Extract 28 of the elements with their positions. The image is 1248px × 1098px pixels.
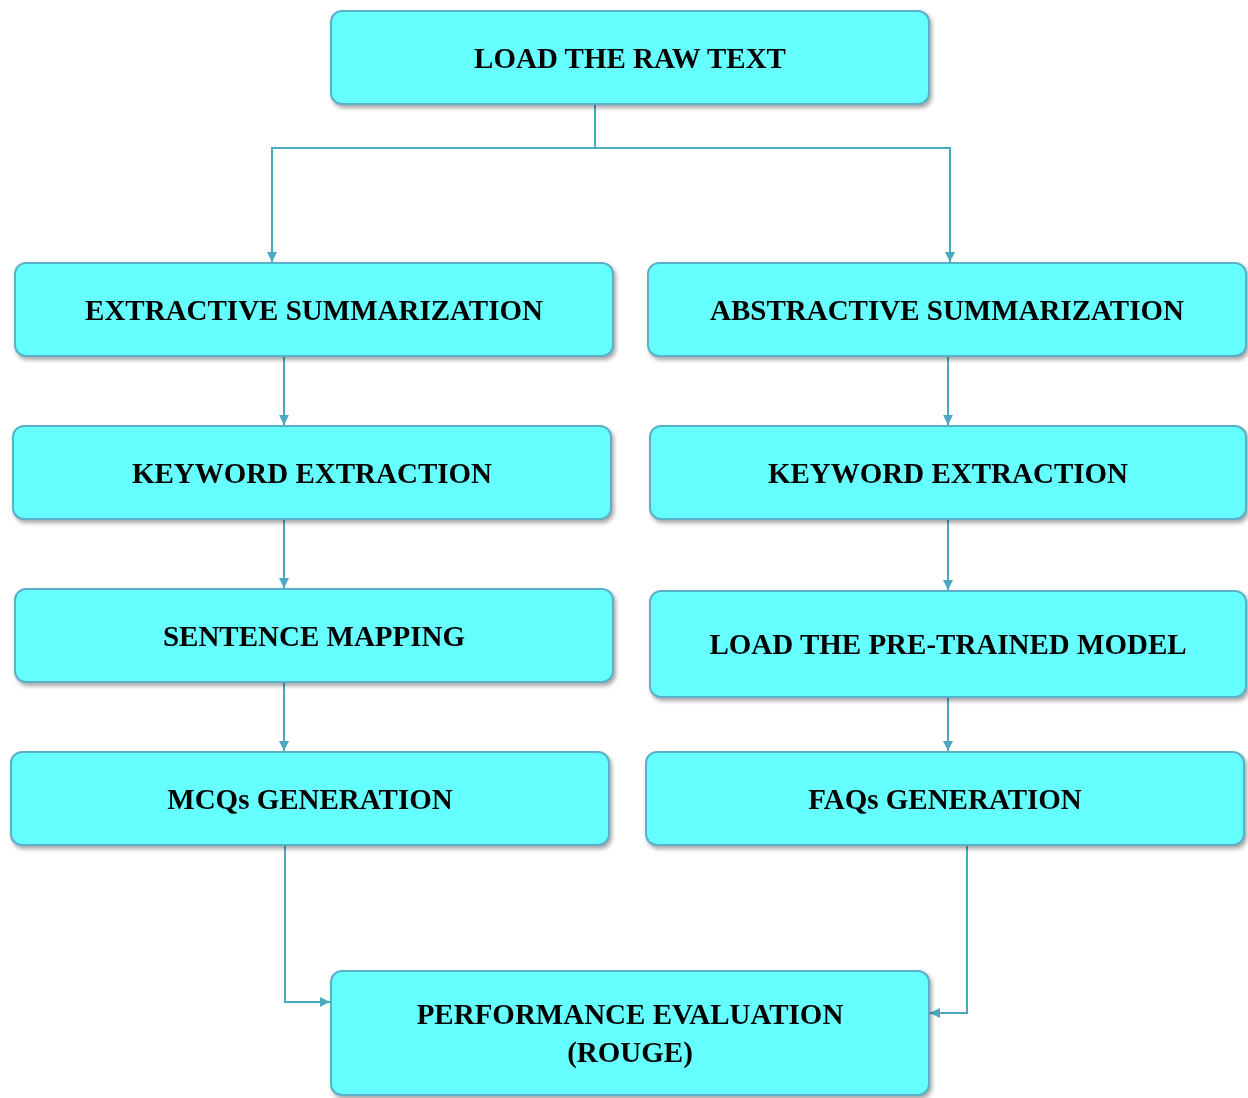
box-label: LOAD THE RAW TEXT <box>474 40 786 76</box>
box-label: EXTRACTIVE SUMMARIZATION <box>85 292 543 328</box>
process-box <box>14 588 614 683</box>
process-box <box>645 751 1245 846</box>
process-box <box>649 590 1247 698</box>
box-label: LOAD THE PRE-TRAINED MODEL <box>709 627 1187 662</box>
box-label: MCQs GENERATION <box>167 781 453 817</box>
process-box <box>330 970 930 1096</box>
arrow <box>279 682 289 752</box>
arrow <box>279 356 289 426</box>
process-box <box>14 262 614 357</box>
process-box <box>647 262 1247 357</box>
box-label: PERFORMANCE EVALUATION (ROUGE) <box>415 997 845 1070</box>
process-box <box>649 425 1247 520</box>
box-label: KEYWORD EXTRACTION <box>131 455 493 491</box>
process-box <box>12 425 612 520</box>
box-label: KEYWORD EXTRACTION <box>767 455 1129 491</box>
arrow <box>943 356 953 426</box>
arrow <box>279 519 289 589</box>
process-box <box>10 751 610 846</box>
process-box <box>330 10 930 105</box>
box-label: ABSTRACTIVE SUMMARIZATION <box>710 292 1184 328</box>
arrow <box>943 697 953 752</box>
arrow <box>929 845 968 1018</box>
arrow <box>284 845 331 1007</box>
box-label: SENTENCE MAPPING <box>162 618 466 654</box>
box-label: FAQs GENERATION <box>808 781 1082 817</box>
arrow <box>943 519 953 591</box>
